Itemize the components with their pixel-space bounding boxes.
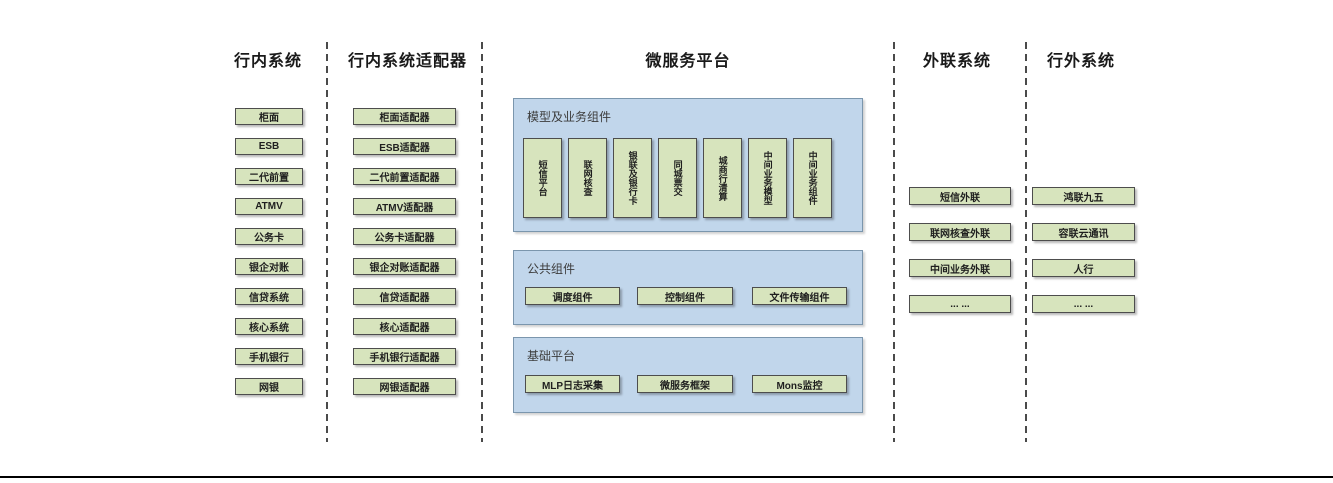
system-box: 二代前置 bbox=[235, 168, 303, 185]
column-title-microservice-platform: 微服务平台 bbox=[645, 53, 731, 70]
system-box: 核心系统 bbox=[235, 318, 303, 335]
adapter-box: 柜面适配器 bbox=[353, 108, 456, 125]
component-box: 中间业务组件 bbox=[793, 138, 832, 218]
column-title-internal-systems: 行内系统 bbox=[233, 53, 302, 70]
adapter-box: 二代前置适配器 bbox=[353, 168, 456, 185]
component-box: 控制组件 bbox=[637, 287, 733, 305]
system-box: 信贷系统 bbox=[235, 288, 303, 305]
adapter-box: 网银适配器 bbox=[353, 378, 456, 395]
section-label: 模型及业务组件 bbox=[527, 110, 612, 124]
component-box: 文件传输组件 bbox=[752, 287, 847, 305]
column-title-outreach-systems: 外联系统 bbox=[922, 53, 991, 70]
component-box: 调度组件 bbox=[525, 287, 620, 305]
system-box: 柜面 bbox=[235, 108, 303, 125]
column-divider bbox=[1025, 42, 1027, 442]
component-box: 银联及银行卡 bbox=[613, 138, 652, 218]
column-divider bbox=[481, 42, 483, 442]
section-label: 公共组件 bbox=[527, 262, 576, 276]
component-box: 联网核查 bbox=[568, 138, 607, 218]
component-box: 中间业务模型 bbox=[748, 138, 787, 218]
component-box: 同城票交 bbox=[658, 138, 697, 218]
external-box: 鸿联九五 bbox=[1032, 187, 1135, 205]
adapter-box: ESB适配器 bbox=[353, 138, 456, 155]
outreach-box: 中间业务外联 bbox=[909, 259, 1011, 277]
system-box: ATMV bbox=[235, 198, 303, 215]
component-box: 城商行清算 bbox=[703, 138, 742, 218]
system-box: 银企对账 bbox=[235, 258, 303, 275]
external-box: ... ... bbox=[1032, 295, 1135, 313]
component-box: 短信平台 bbox=[523, 138, 562, 218]
system-box: 网银 bbox=[235, 378, 303, 395]
system-box: ESB bbox=[235, 138, 303, 155]
column-divider bbox=[326, 42, 328, 442]
adapter-box: 公务卡适配器 bbox=[353, 228, 456, 245]
external-box: 人行 bbox=[1032, 259, 1135, 277]
column-title-internal-adapters: 行内系统适配器 bbox=[348, 53, 468, 70]
column-divider bbox=[893, 42, 895, 442]
outreach-box: ... ... bbox=[909, 295, 1011, 313]
section-label: 基础平台 bbox=[527, 349, 576, 363]
outreach-box: 短信外联 bbox=[909, 187, 1011, 205]
adapter-box: 手机银行适配器 bbox=[353, 348, 456, 365]
system-box: 公务卡 bbox=[235, 228, 303, 245]
adapter-box: 核心适配器 bbox=[353, 318, 456, 335]
adapter-box: 信贷适配器 bbox=[353, 288, 456, 305]
adapter-box: 银企对账适配器 bbox=[353, 258, 456, 275]
component-box: MLP日志采集 bbox=[525, 375, 620, 393]
adapter-box: ATMV适配器 bbox=[353, 198, 456, 215]
external-box: 容联云通讯 bbox=[1032, 223, 1135, 241]
component-box: 微服务框架 bbox=[637, 375, 733, 393]
component-box: Mons监控 bbox=[752, 375, 847, 393]
system-box: 手机银行 bbox=[235, 348, 303, 365]
bottom-border bbox=[0, 476, 1333, 478]
column-title-external-systems: 行外系统 bbox=[1046, 53, 1115, 70]
outreach-box: 联网核查外联 bbox=[909, 223, 1011, 241]
